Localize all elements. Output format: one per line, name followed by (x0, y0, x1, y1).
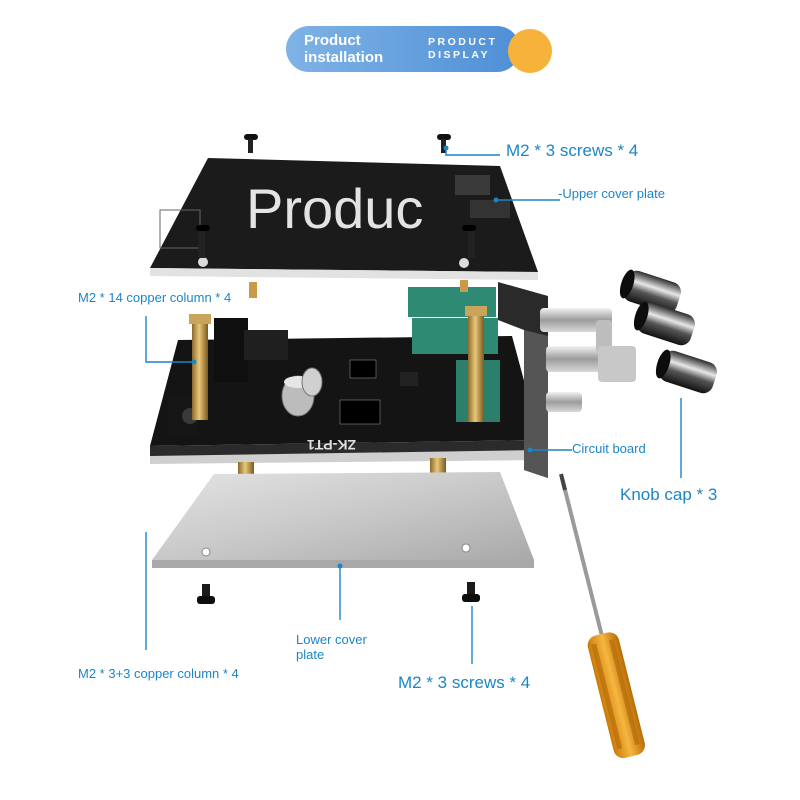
label-knob-cap: Knob cap * 3 (620, 485, 718, 504)
upper-cover-plate (150, 158, 538, 280)
header-subtitle-line2: DISPLAY (428, 49, 491, 61)
board-text: ZK-PT1 (307, 437, 356, 453)
header-title-line1: Product (304, 32, 361, 49)
copper-column-icon (189, 280, 487, 422)
label-copper-column-3-3: M2 * 3+3 copper column * 4 (78, 666, 239, 681)
header-subtitle-line1: PRODUCT (428, 36, 498, 48)
bottom-screw-icon (197, 582, 480, 604)
header-dot (508, 29, 552, 73)
label-lower-cover-line1: Lower cover (296, 632, 367, 647)
label-copper-column-14: M2 * 14 copper column * 4 (78, 290, 232, 305)
screwdriver-icon (559, 473, 645, 759)
potentiometer-shafts (540, 308, 636, 412)
leader-dots (191, 145, 533, 569)
label-bottom-screws: M2 * 3 screws * 4 (398, 673, 531, 692)
label-lower-cover-line2: plate (296, 647, 325, 662)
cover-screw-icon (196, 225, 476, 231)
header-title-line2: installation (304, 49, 384, 66)
label-upper-cover: -Upper cover plate (558, 186, 665, 201)
label-circuit-board: Circuit board (572, 441, 646, 456)
header-title: Product installation (304, 32, 414, 66)
knob-cap-icon (619, 269, 717, 394)
watermark-text: Produc (246, 177, 423, 240)
top-screw-icon (244, 134, 451, 153)
header-subtitle: PRODUCT DISPLAY (428, 36, 518, 62)
lower-cover-plate (152, 472, 534, 568)
label-top-screws: M2 * 3 screws * 4 (506, 141, 639, 160)
header-badge (286, 26, 520, 72)
label-lower-cover: Lower cover plate (296, 632, 367, 662)
